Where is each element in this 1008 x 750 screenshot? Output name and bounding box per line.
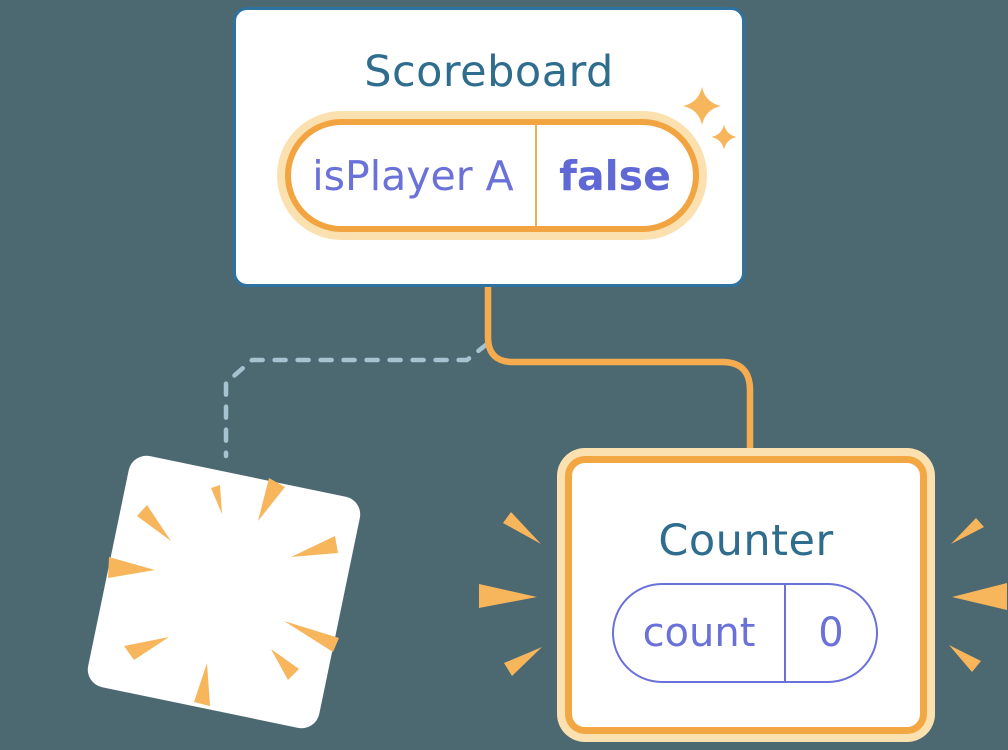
- state-key: isPlayer A: [312, 151, 514, 200]
- scoreboard-card: Scoreboard isPlayer A false: [233, 7, 745, 287]
- counter-card-glow: Counter count 0: [557, 448, 935, 742]
- state-key: count: [642, 610, 756, 656]
- destroyed-card-body: [87, 455, 361, 729]
- active-edge: [484, 285, 754, 456]
- pill-divider: [784, 585, 786, 681]
- removed-edge-dashed: [223, 341, 490, 459]
- state-pill: count 0: [612, 583, 878, 683]
- state-value: 0: [818, 610, 844, 656]
- burst-icon: [108, 478, 339, 706]
- state-pill: isPlayer A false: [285, 119, 699, 232]
- pill-divider: [535, 125, 537, 226]
- state-value: false: [559, 151, 671, 200]
- counter-card: Counter count 0: [565, 456, 927, 734]
- component-title: Scoreboard: [364, 47, 614, 97]
- component-title: Counter: [658, 516, 834, 566]
